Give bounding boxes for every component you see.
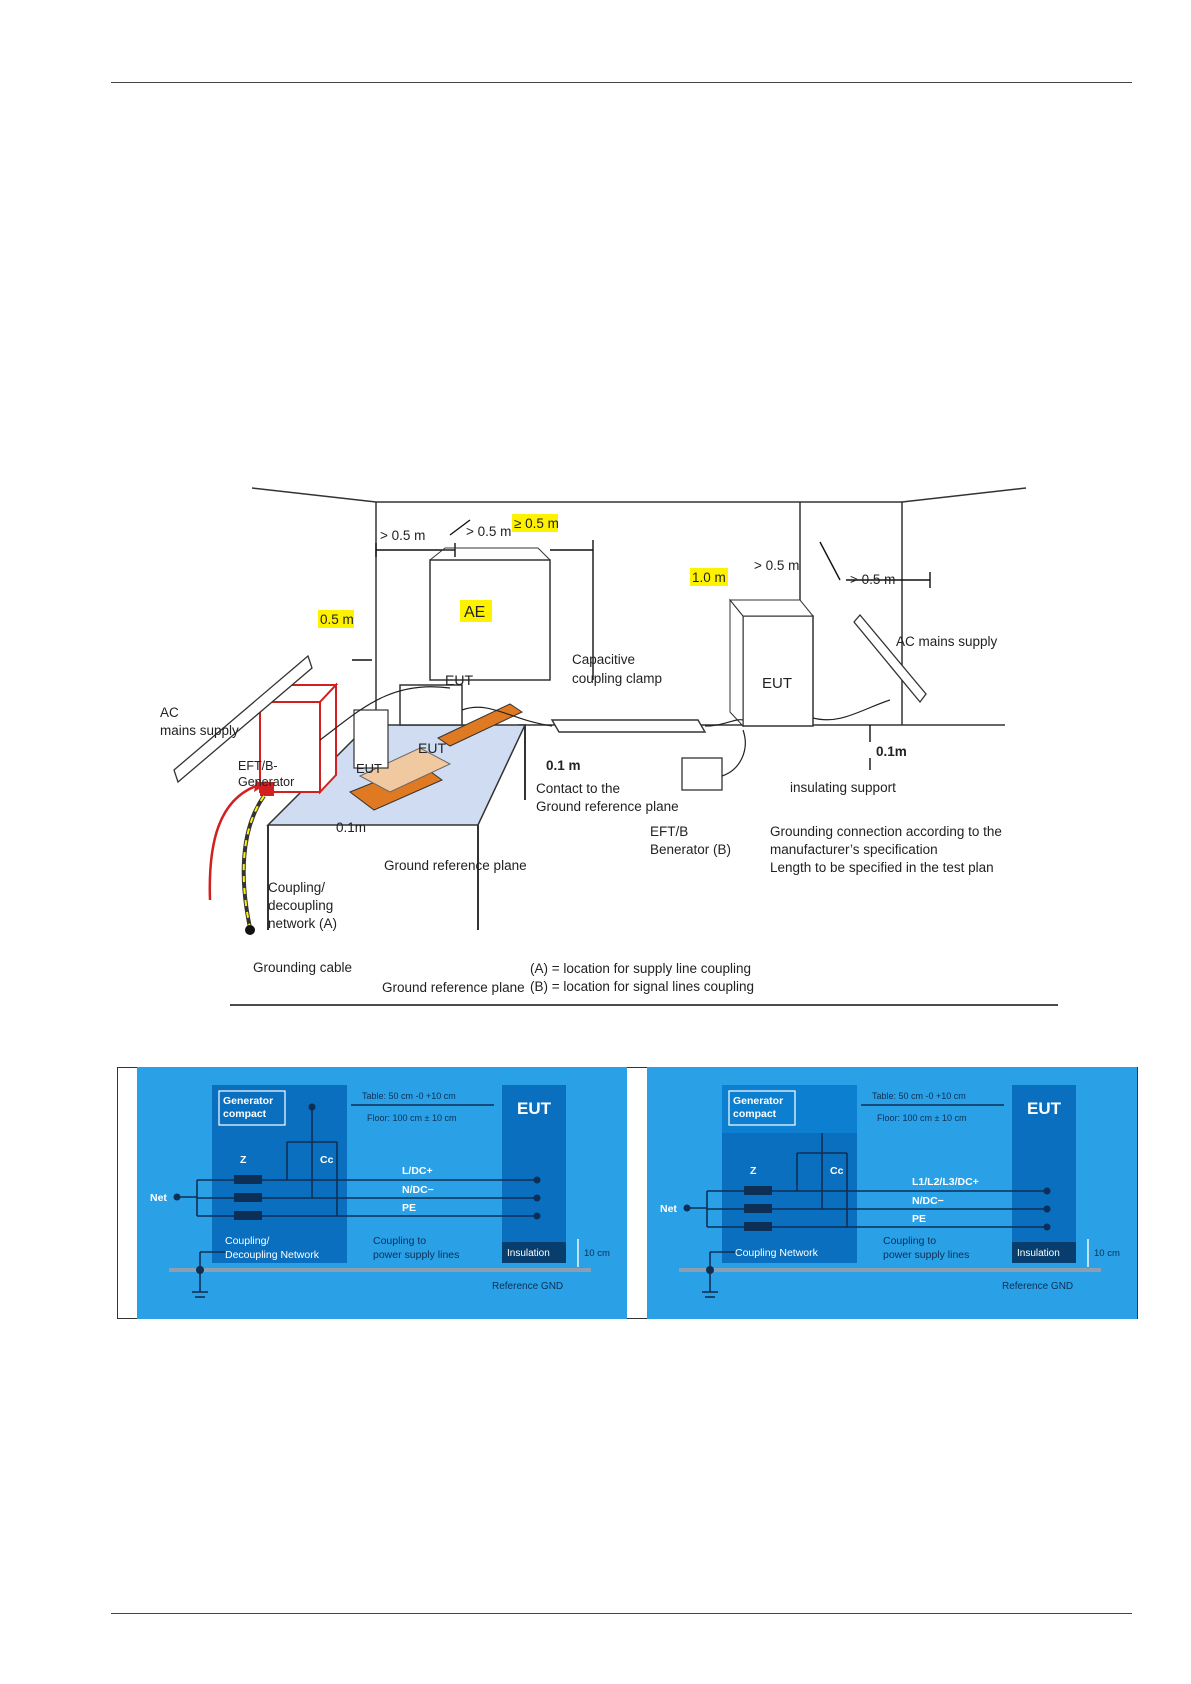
- height-label: 10 cm: [1094, 1248, 1120, 1259]
- eut-mid-label: EUT: [418, 740, 446, 756]
- cdn-label-3: network (A): [268, 916, 337, 931]
- generator-label-bottom: compact: [223, 1108, 267, 1120]
- eut-small-label: EUT: [356, 761, 382, 776]
- clamp-label-1: Capacitive: [572, 652, 635, 667]
- height-label: 10 cm: [584, 1248, 610, 1259]
- insulation-label: Insulation: [507, 1248, 550, 1259]
- contact-label-2: Ground reference plane: [536, 799, 679, 814]
- supply-arrow: [208, 784, 257, 901]
- schematic-three-phase: Generator compact Table: 50 cm -0 +10 cm…: [647, 1067, 1137, 1319]
- eut-box-small: [353, 709, 389, 769]
- header-rule: [111, 82, 1132, 83]
- dim-label-7: > 0.5 m: [850, 572, 895, 587]
- insulating-block-top: [436, 703, 524, 747]
- reference-gnd-label: Reference GND: [1002, 1281, 1073, 1292]
- supply-arrowhead: [254, 780, 264, 792]
- cables: [319, 686, 891, 777]
- eut-right-label: EUT: [762, 675, 792, 692]
- ac-strip-right: [853, 613, 927, 704]
- eftb-generator: [257, 682, 339, 796]
- legend-a: (A) = location for supply line coupling: [530, 961, 751, 976]
- dim-highlight-5: [690, 568, 728, 586]
- dim-label-3: ≥ 0.5 m: [514, 516, 559, 531]
- table-height-label: Table: 50 cm -0 +10 cm: [872, 1091, 966, 1101]
- generator-label-top: Generator: [733, 1095, 783, 1107]
- generator-label-1: EFT/B-: [238, 759, 278, 773]
- line-label-1: L/DC+: [402, 1165, 433, 1177]
- coupling-cap-label: Cc: [320, 1154, 334, 1166]
- reference-gnd-label: Reference GND: [492, 1281, 563, 1292]
- line-label-3: PE: [912, 1213, 926, 1225]
- table-height-label: Table: 50 cm -0 +10 cm: [362, 1091, 456, 1101]
- grounding-connection-label-3: Length to be specified in the test plan: [770, 860, 994, 875]
- legend-b: (B) = location for signal lines coupling: [530, 979, 754, 994]
- coupling-label-2: power supply lines: [373, 1249, 459, 1261]
- eftb-label-2: Benerator (B): [650, 842, 731, 857]
- dim-label-6: > 0.5 m: [754, 558, 799, 573]
- eut-box-mid: [399, 684, 463, 726]
- dim-label-4: 0.5 m: [320, 612, 354, 627]
- generator-label-top: Generator: [223, 1095, 273, 1107]
- ac-strip-left: [173, 654, 313, 784]
- ae-label: AE: [464, 604, 485, 621]
- schematic-frame: [117, 1067, 1138, 1319]
- ground-point: [245, 925, 255, 935]
- eut-floor-standing: [728, 598, 815, 728]
- eut-label: EUT: [517, 1099, 552, 1118]
- insulation-label: Insulation: [1017, 1248, 1060, 1259]
- eut-board: [358, 747, 452, 793]
- coupling-label-2: power supply lines: [883, 1249, 969, 1261]
- dim-label-2: > 0.5 m: [466, 524, 511, 539]
- floor-height-label: Floor: 100 cm ± 10 cm: [877, 1113, 966, 1123]
- eut-top-label: EUT: [445, 672, 473, 688]
- net-label: Net: [660, 1203, 677, 1215]
- grounding-connection-label-2: manufacturer’s specification: [770, 842, 938, 857]
- network-label-1: Coupling Network: [735, 1247, 819, 1259]
- clamp-label-2: coupling clamp: [572, 671, 662, 686]
- grounding-cable: [241, 794, 266, 929]
- cdn-label-2: decoupling: [268, 898, 333, 913]
- dim-label-5: 1.0 m: [692, 570, 726, 585]
- floor-height-label: Floor: 100 cm ± 10 cm: [367, 1113, 456, 1123]
- dim-highlight-3: [512, 514, 558, 532]
- dim-label-1: > 0.5 m: [380, 528, 425, 543]
- ac-left-label-2: mains supply: [160, 723, 239, 738]
- network-label-2: Decoupling Network: [225, 1249, 320, 1261]
- ac-right-label: AC mains supply: [896, 634, 998, 649]
- capacitive-coupling-clamp: [550, 719, 707, 733]
- eftb-label-1: EFT/B: [650, 824, 688, 839]
- insulating-support-label: insulating support: [790, 780, 896, 795]
- line-label-2: N/DC−: [402, 1184, 434, 1196]
- dim-highlight-4: [318, 610, 354, 628]
- line-label-1: L1/L2/L3/DC+: [912, 1176, 979, 1188]
- net-label: Net: [150, 1192, 167, 1204]
- line-label-2: N/DC−: [912, 1195, 944, 1207]
- footer-rule: [111, 1613, 1132, 1614]
- ground-plane-floor-label: Ground reference plane: [382, 980, 525, 995]
- ac-left-label-1: AC: [160, 705, 179, 720]
- dim-label-10: 0.1m: [876, 744, 907, 759]
- eut-label: EUT: [1027, 1099, 1062, 1118]
- network-label-1: Coupling/: [225, 1235, 269, 1247]
- schematic-single-phase: Generator compact Table: 50 cm -0 +10 cm…: [137, 1067, 627, 1319]
- impedance-label: Z: [240, 1154, 247, 1166]
- ae-cabinet: [429, 547, 551, 681]
- coupling-label-1: Coupling to: [883, 1235, 936, 1247]
- cdn-label-1: Coupling/: [268, 880, 325, 895]
- coupling-label-1: Coupling to: [373, 1235, 426, 1247]
- dim-label-8: 0.1m: [336, 820, 366, 835]
- line-label-3: PE: [402, 1202, 416, 1214]
- contact-label-1: Contact to the: [536, 781, 620, 796]
- coupling-cap-label: Cc: [830, 1165, 844, 1177]
- eftb-generator-b: [681, 757, 723, 791]
- grounding-connection-label-1: Grounding connection according to the: [770, 824, 1002, 839]
- impedance-label: Z: [750, 1165, 757, 1177]
- ground-plane-table-label: Ground reference plane: [384, 858, 527, 873]
- grounding-cable-label: Grounding cable: [253, 960, 352, 975]
- generator-label-2: Generator: [238, 775, 294, 789]
- generator-label-bottom: compact: [733, 1108, 777, 1120]
- dim-label-9: 0.1 m: [546, 758, 581, 773]
- eft-test-setup-diagram: > 0.5 m > 0.5 m ≥ 0.5 m 0.5 m 1.0 m > 0.…: [160, 487, 1058, 1006]
